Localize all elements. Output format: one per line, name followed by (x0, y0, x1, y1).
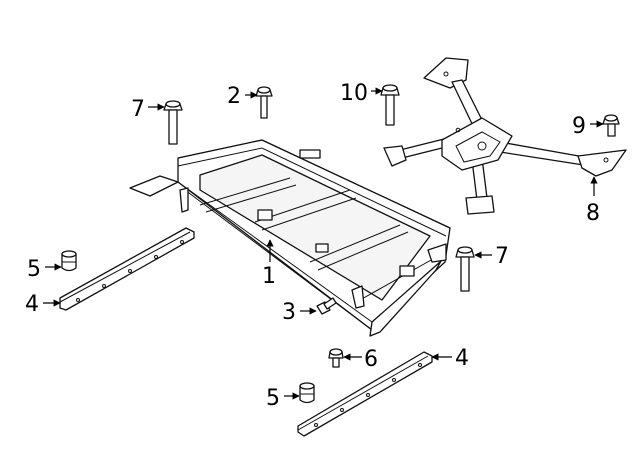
callout-7a: 7 (131, 97, 145, 122)
bolt-10 (380, 84, 400, 126)
callout-10: 10 (340, 81, 368, 106)
bumper-lower (299, 382, 315, 404)
bolt-7-upper (163, 100, 183, 145)
callout-1: 1 (262, 264, 276, 289)
bumper-upper (61, 250, 77, 272)
rail-strip-right (297, 351, 433, 437)
bolt-2 (255, 86, 273, 119)
callout-4b: 4 (455, 346, 469, 371)
callout-6: 6 (364, 347, 378, 372)
cross-brace (383, 57, 627, 215)
callout-3: 3 (282, 300, 296, 325)
callout-7b: 7 (495, 244, 509, 269)
bolt-7-lower (455, 246, 475, 292)
bolt-3 (316, 297, 337, 315)
skid-plate-frame (129, 139, 451, 337)
rail-strip-left (59, 227, 195, 311)
callout-5a: 5 (27, 257, 41, 282)
callout-9: 9 (572, 114, 586, 139)
bolt-9 (602, 114, 620, 137)
callout-5b: 5 (266, 386, 280, 411)
callout-4a: 4 (25, 292, 39, 317)
leader-lines (43, 87, 604, 400)
bolt-6 (328, 348, 344, 368)
callout-8: 8 (586, 201, 600, 226)
callout-2: 2 (227, 84, 241, 109)
